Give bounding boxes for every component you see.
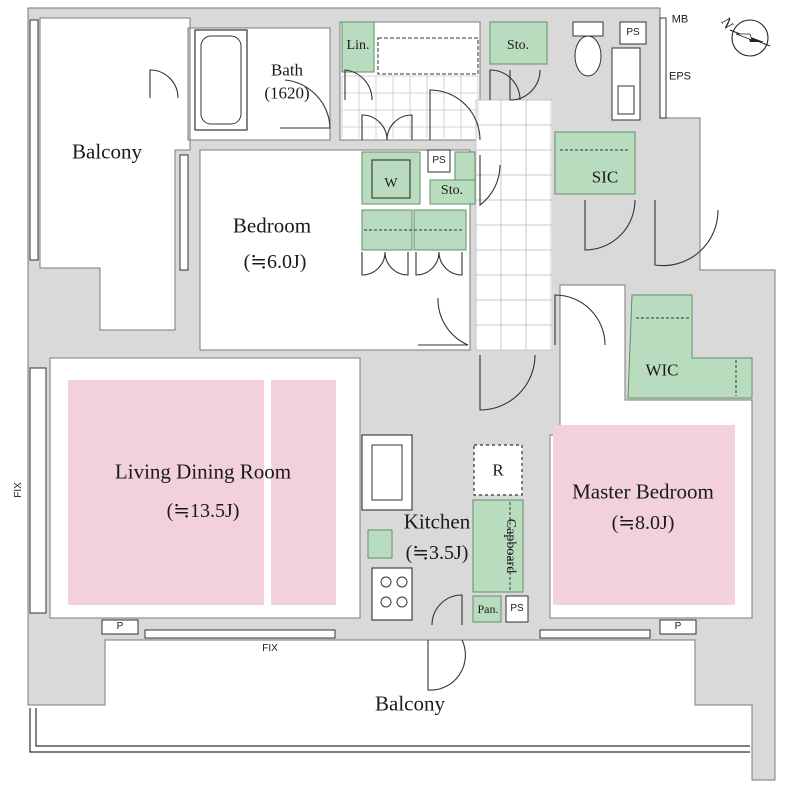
ps-toilet-label: PS — [626, 27, 640, 38]
pantry-label: Pan. — [477, 602, 499, 616]
storage-small-block — [454, 151, 476, 181]
toilet — [572, 21, 604, 77]
cupboard-block — [472, 499, 524, 593]
fridge-outline — [473, 444, 523, 496]
ps-wash-box — [427, 149, 451, 173]
wic-block — [627, 294, 753, 399]
wic-label: WIC — [645, 360, 679, 380]
closet-rails — [364, 149, 737, 590]
eps-label: EPS — [668, 70, 692, 83]
linen-block — [341, 21, 375, 73]
master-area-label: (≒8.0J) — [611, 512, 675, 534]
bathtub — [194, 29, 248, 131]
compass — [729, 19, 771, 57]
kitchen-area-label: (≒3.5J) — [405, 542, 469, 564]
p-right-box — [659, 619, 697, 635]
balcony-south-railing — [29, 708, 750, 753]
mb-label: MB — [671, 13, 689, 26]
vanity-counter — [377, 37, 479, 75]
ps-kitchen-box — [505, 595, 529, 623]
kitchen-label: Kitchen — [403, 509, 471, 534]
linen-label: Lin. — [346, 38, 370, 53]
bedroom-label: Bedroom — [232, 213, 312, 238]
fix-left-label: FIX — [13, 482, 24, 498]
master-floor — [553, 425, 735, 605]
balcony-south-label: Balcony — [375, 691, 445, 716]
sic-label: SIC — [591, 167, 619, 187]
balcony-west-label: Balcony — [72, 139, 142, 164]
bath-name-label: Bath — [270, 60, 304, 80]
doors — [149, 69, 719, 691]
sic-block — [554, 131, 636, 195]
storage-small-block-b — [429, 179, 476, 205]
ps-wash-label: PS — [432, 155, 446, 166]
washer-label: W — [384, 176, 398, 191]
cupboard-label: Capboard — [503, 518, 518, 574]
p-left-label: P — [116, 621, 124, 632]
ps-kitchen-label: PS — [510, 603, 524, 614]
fridge-label: R — [492, 460, 504, 480]
wash-basin — [611, 47, 641, 121]
storage-north-block — [489, 21, 548, 65]
ldr-floor-b — [271, 380, 336, 605]
kitchen-sink — [361, 434, 413, 511]
p-left-box — [101, 619, 139, 635]
washer-drum — [371, 159, 411, 199]
kitchen-stove — [371, 567, 413, 621]
pantry-block — [472, 595, 502, 623]
master-bedroom-label: Master Bedroom — [572, 479, 714, 504]
kitchen-counter-block — [367, 529, 393, 559]
corridor-tiles — [341, 75, 552, 351]
ldr-label: Living Dining Room — [114, 459, 292, 484]
ps-toilet-box — [619, 21, 647, 45]
ldr-area-label: (≒13.5J) — [166, 500, 240, 522]
ldr-floor-a — [68, 380, 264, 605]
bedroom-area-label: (≒6.0J) — [243, 251, 307, 273]
windows — [29, 17, 667, 639]
bath-size-label: (1620) — [264, 83, 310, 103]
fix-bottom-label: FIX — [262, 643, 278, 654]
p-right-label: P — [674, 621, 682, 632]
storage-north-label: Sto. — [506, 38, 530, 53]
storage-small-label: Sto. — [440, 183, 464, 198]
